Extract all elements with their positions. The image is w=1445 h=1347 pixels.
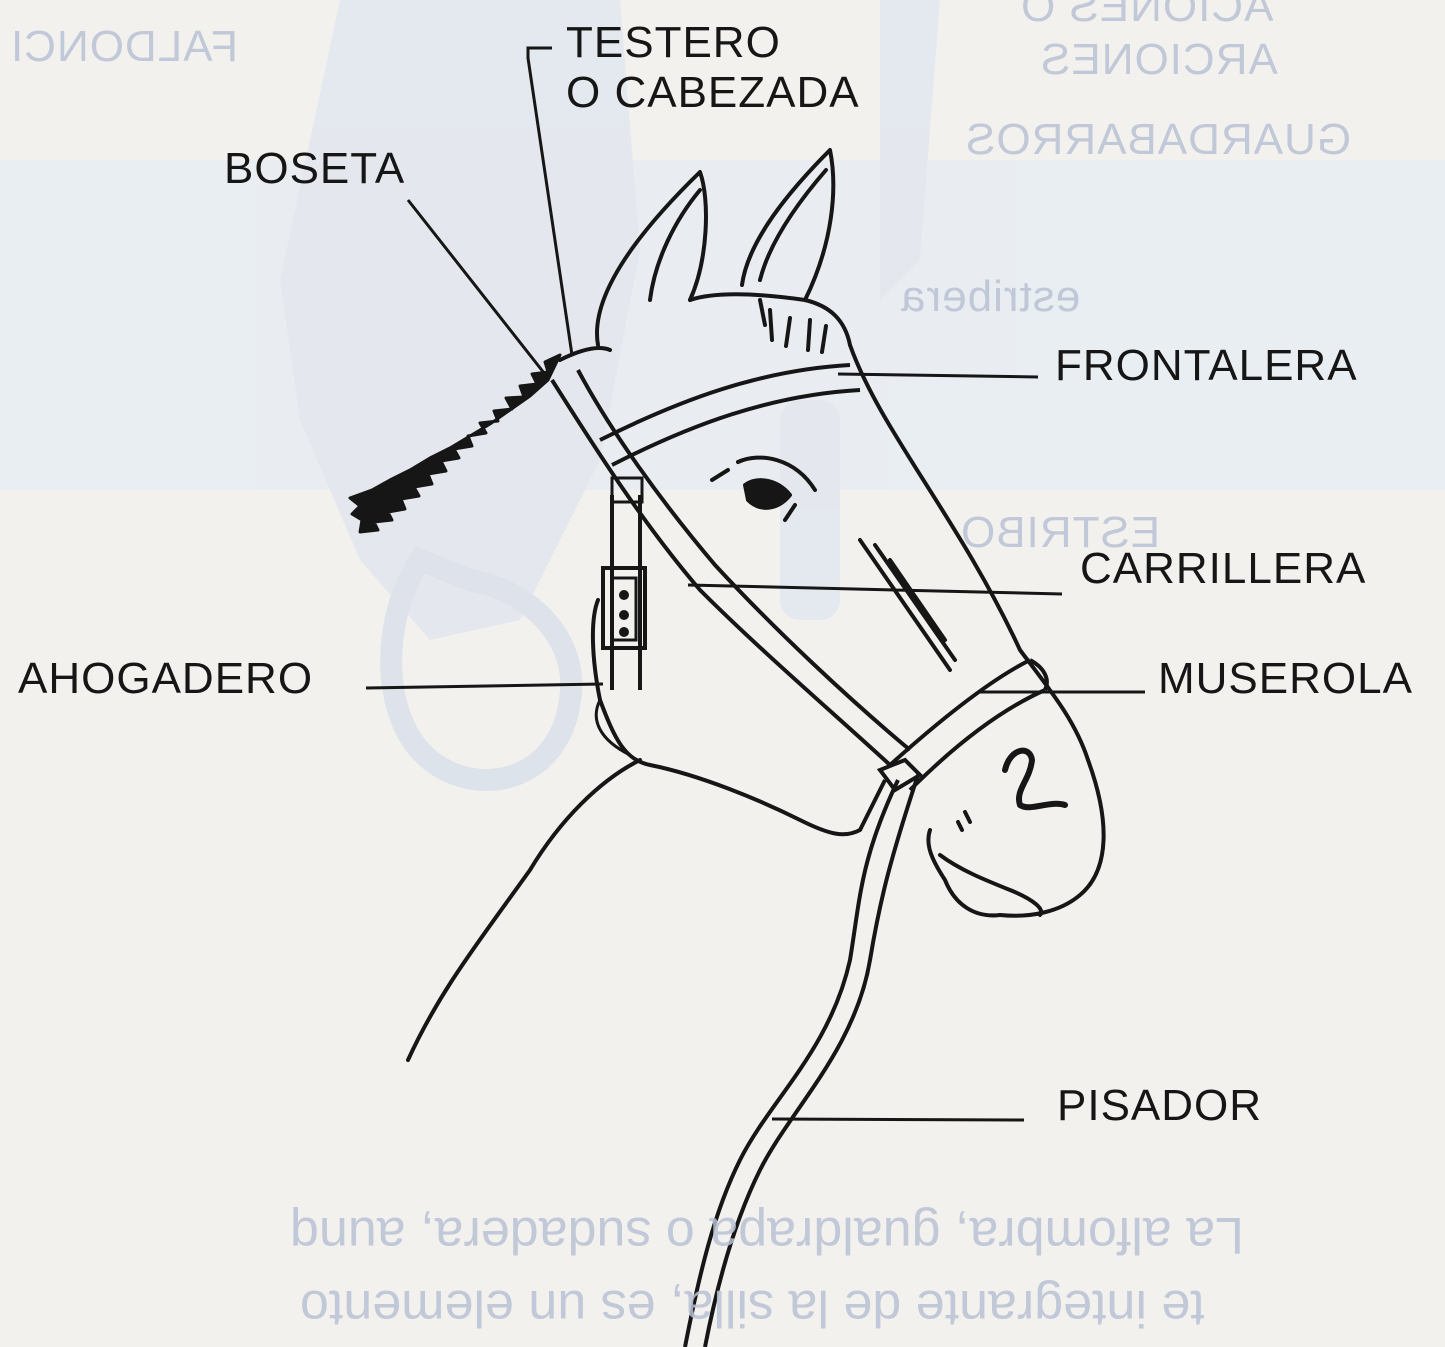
- label-frontalera: FRONTALERA: [1055, 343, 1358, 389]
- label-cabezada: O CABEZADA: [566, 70, 860, 116]
- bleed-paragraph-line-1: La alfombra, gualdrapa o sudadera, aunq: [290, 1205, 1244, 1265]
- bleed-arciones-1: ACIONES O: [1020, 0, 1274, 32]
- bleed-paragraph-line-2: te integrante de la silla, es un element…: [300, 1278, 1205, 1338]
- label-testero: TESTERO: [566, 20, 781, 66]
- label-muserola: MUSEROLA: [1158, 656, 1413, 702]
- bleed-faldonc: FALDONCI: [10, 22, 238, 72]
- leader-carrillera: [688, 585, 1062, 594]
- label-pisador: PISADOR: [1057, 1083, 1262, 1129]
- leader-pisador: [772, 1119, 1024, 1120]
- bleed-estribera: estribera: [900, 272, 1080, 322]
- bleed-guardabarros: GUARDABARROS: [965, 115, 1351, 165]
- label-carrillera: CARRILLERA: [1080, 546, 1366, 592]
- label-ahogadero: AHOGADERO: [18, 656, 313, 702]
- bleed-arciones-2: ARCIONES: [1040, 35, 1278, 85]
- label-boseta: BOSETA: [224, 146, 405, 192]
